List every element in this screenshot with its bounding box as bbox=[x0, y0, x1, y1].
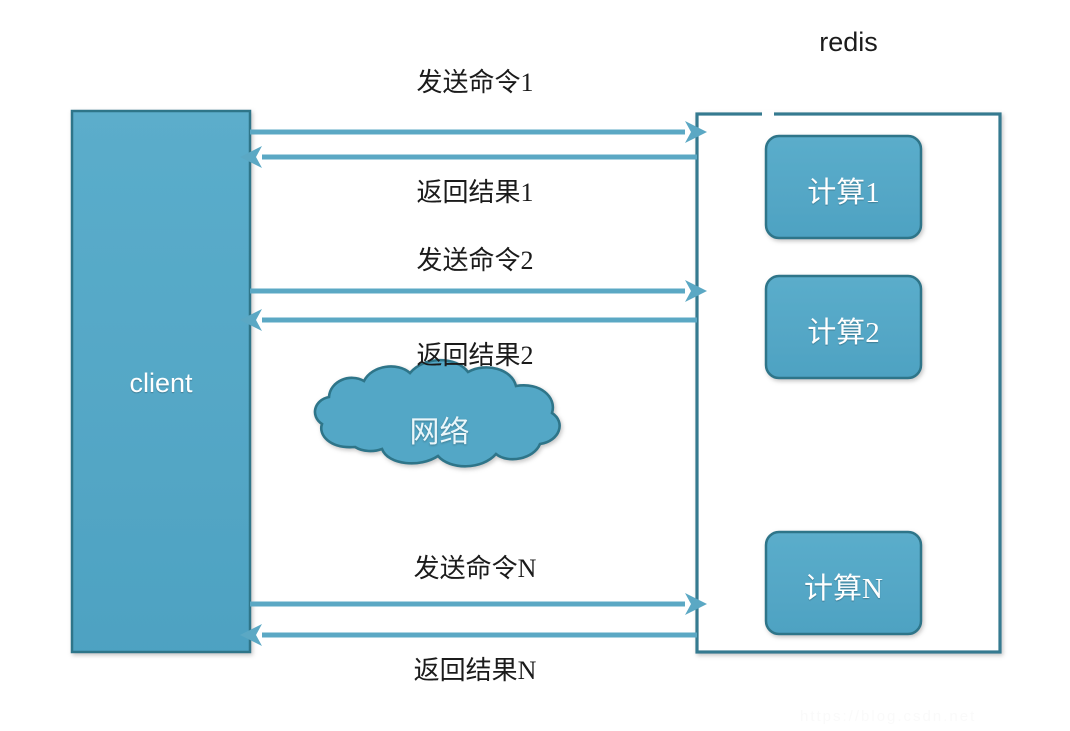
client-node[interactable] bbox=[70, 109, 252, 654]
watermark-text: https://blog.csdn.net bbox=[800, 708, 977, 725]
arrow-request-1 bbox=[250, 121, 707, 143]
arrow-request-2 bbox=[250, 280, 707, 302]
arrow-request-n bbox=[250, 593, 707, 615]
arrow-response-2 bbox=[240, 309, 697, 331]
redis-title: redis bbox=[819, 27, 878, 57]
compute-box-1[interactable] bbox=[764, 134, 923, 240]
compute-box-2[interactable] bbox=[764, 274, 923, 380]
network-cloud-shape[interactable] bbox=[313, 358, 561, 468]
arrow-response-1 bbox=[240, 146, 697, 168]
compute-box-n[interactable] bbox=[764, 530, 923, 636]
arrow-response-n bbox=[240, 624, 697, 646]
